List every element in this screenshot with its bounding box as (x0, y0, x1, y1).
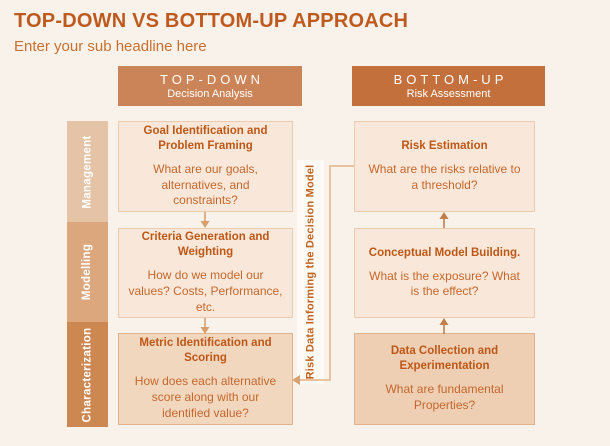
bottom-up-header-subtitle: Risk Assessment (406, 88, 491, 100)
page-title: TOP-DOWN VS BOTTOM-UP APPROACH (14, 10, 409, 32)
stage-modelling-label: Modelling (81, 243, 94, 301)
box-goal-identification: Goal Identification and Problem Framing … (118, 121, 293, 212)
arrow-down-icon (200, 318, 210, 334)
box-risk-estimation-heading: Risk Estimation (401, 140, 488, 153)
box-conceptual-model-heading: Conceptual Model Building. (368, 246, 521, 259)
box-risk-estimation: Risk Estimation What are the risks relat… (354, 121, 535, 212)
top-down-header-subtitle: Decision Analysis (167, 88, 253, 100)
box-metric-identification-heading: Metric Identification and Scoring (139, 337, 272, 365)
box-goal-identification-heading: Goal Identification and Problem Framing (143, 124, 268, 152)
stage-management: Management (67, 121, 108, 222)
top-down-header: TOP-DOWN Decision Analysis (118, 66, 302, 106)
bottom-up-header: BOTTOM-UP Risk Assessment (352, 66, 545, 106)
box-goal-identification-body: What are our goals, alternatives, and co… (153, 161, 258, 208)
stage-characterization-label: Characterization (81, 327, 94, 422)
arrow-down-icon (200, 212, 210, 228)
box-data-collection-heading: Data Collection and Experimentation (390, 345, 499, 373)
stage-management-label: Management (81, 134, 94, 209)
connector-label: Risk Data Informing the Decision Model (297, 160, 324, 384)
stage-modelling: Modelling (67, 222, 108, 322)
box-data-collection-body: What are fundamental Properties? (385, 382, 504, 412)
box-conceptual-model: Conceptual Model Building. What is the e… (354, 228, 535, 318)
box-metric-identification-body: How does each alternative score along wi… (134, 374, 277, 420)
feedback-connector-arrow (292, 165, 354, 385)
box-risk-estimation-body: What are the risks relative to a thresho… (368, 162, 521, 192)
stage-characterization: Characterization (67, 322, 108, 427)
box-criteria-generation: Criteria Generation and Weighting How do… (118, 228, 293, 318)
arrow-up-icon (439, 318, 449, 334)
bottom-up-header-title: BOTTOM-UP (393, 72, 508, 87)
box-criteria-generation-body: How do we model our values? Costs, Perfo… (128, 268, 283, 314)
page-subtitle: Enter your sub headline here (14, 38, 207, 55)
arrow-up-icon (439, 212, 449, 228)
box-conceptual-model-body: What is the exposure? What is the effect… (369, 268, 520, 299)
top-down-header-title: TOP-DOWN (160, 72, 264, 87)
box-metric-identification: Metric Identification and Scoring How do… (118, 333, 293, 425)
box-criteria-generation-heading: Criteria Generation and Weighting (141, 231, 270, 259)
box-data-collection: Data Collection and Experimentation What… (354, 333, 535, 425)
